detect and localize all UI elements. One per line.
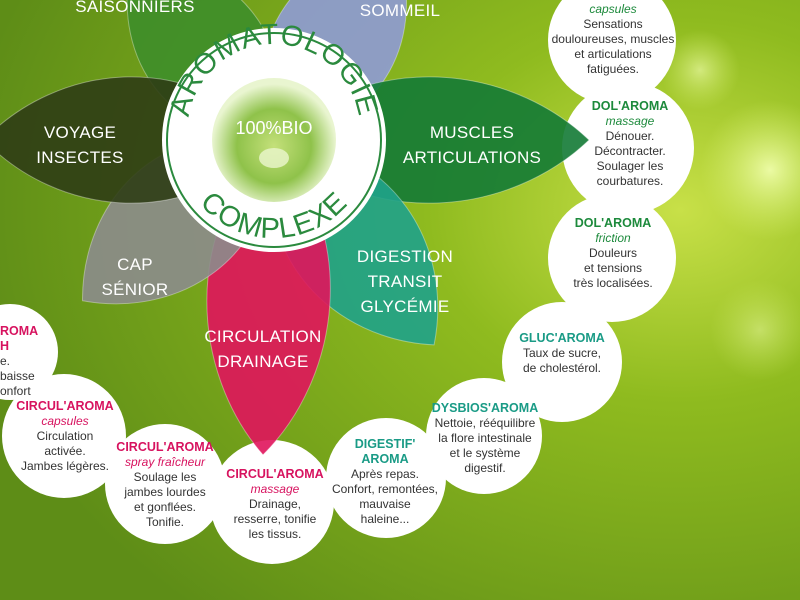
product-card-dysbiosaroma[interactable]: DYSBIOS'AROMA Nettoie, rééquilibre la fl…	[420, 401, 550, 476]
card-bubble	[548, 0, 676, 104]
center-ring	[166, 32, 382, 248]
petal-line: CAP	[117, 255, 153, 274]
product-card-circularoma-massage[interactable]: CIRCUL'AROMA massage Drainage, resserre,…	[210, 467, 340, 542]
product-sub: spray fraîcheur	[124, 455, 206, 469]
product-name: DYSBIOS'AROMA	[431, 401, 539, 415]
product-sub: massage	[250, 482, 300, 496]
product-desc: Soulage les jambes lourdes et gonflées. …	[124, 470, 206, 529]
petal-line: ARTICULATIONS	[402, 148, 542, 167]
petal-line: TRANSIT	[367, 272, 443, 291]
product-desc: Après repas. Confort, remontées, mauvais…	[331, 467, 439, 526]
product-name: CIRCUL'AROMA	[16, 399, 114, 413]
bio-label: 100%BIO	[235, 118, 312, 138]
petal-line: SOMMEIL	[359, 1, 441, 20]
center-bottom-text: COMPLEXE	[194, 186, 354, 246]
product-desc: Circulation activée. Jambes légères.	[20, 429, 110, 473]
product-name: GLUC'AROMA	[519, 331, 605, 345]
product-name: CIRCUL'AROMA	[116, 440, 214, 454]
card-bubble	[210, 440, 334, 564]
petal-label-voyage[interactable]: VOYAGE INSECTES	[20, 120, 140, 170]
petal-line: CIRCULATION	[204, 327, 322, 346]
center-top-text: AROMATOLOGIE	[164, 19, 384, 120]
product-card-dolaroma-friction[interactable]: DOL'AROMA friction Douleurs et tensions …	[548, 216, 678, 291]
product-desc: Drainage, resserre, tonifie les tissus.	[233, 497, 317, 541]
card-bubble	[0, 304, 58, 400]
product-name: ROMA H	[0, 324, 38, 353]
product-desc: Douleurs et tensions très localisées.	[573, 246, 653, 290]
petal-line: SAISONNIERS	[75, 0, 195, 16]
product-name: DOL'AROMA	[591, 99, 669, 113]
product-desc: Nettoie, rééquilibre la flore intestinal…	[434, 416, 536, 475]
product-sub: capsules	[41, 414, 89, 428]
card-bubble	[548, 194, 676, 322]
product-card-circularoma-capsules[interactable]: CIRCUL'AROMA capsules Circulation activé…	[0, 399, 130, 474]
petal-label-cap[interactable]: CAP SÉNIOR	[80, 252, 190, 302]
card-bubble	[105, 424, 225, 544]
product-name: CIRCUL'AROMA	[226, 467, 324, 481]
card-bubble	[426, 378, 542, 494]
petal-line: MUSCLES	[429, 123, 515, 142]
center-green-disc	[212, 78, 336, 202]
product-desc: e. baisse onfort	[0, 354, 35, 398]
product-desc: Dénouer. Décontracter. Soulager les cour…	[594, 129, 666, 188]
petal-label-circulation[interactable]: CIRCULATION DRAINAGE	[198, 324, 328, 374]
petal-line: VOYAGE	[43, 123, 117, 142]
petal-line: INSECTES	[36, 148, 124, 167]
product-desc: Taux de sucre, de cholestérol.	[522, 346, 602, 375]
product-name: DOL'AROMA	[574, 216, 652, 230]
product-card-circularoma-spray[interactable]: CIRCUL'AROMA spray fraîcheur Soulage les…	[100, 440, 230, 530]
card-bubble	[502, 302, 622, 422]
product-card-dolaroma-massage[interactable]: DOL'AROMA massage Dénouer. Décontracter.…	[565, 99, 695, 189]
petal-label-sommeil[interactable]: SOMMEIL	[345, 0, 455, 23]
card-bubble	[562, 82, 694, 214]
water-drop-icon	[259, 148, 289, 168]
product-sub: friction	[595, 231, 631, 245]
card-bubble	[2, 374, 126, 498]
product-sub: massage	[605, 114, 655, 128]
petal-line: GLYCÉMIE	[360, 297, 450, 316]
product-card-capsules[interactable]: capsules Sensations douloureuses, muscle…	[548, 2, 678, 77]
card-bubble	[326, 418, 446, 538]
product-sub: capsules	[589, 2, 637, 16]
petal-label-saisonniers[interactable]: SAISONNIERS	[60, 0, 210, 19]
product-card-glucaroma[interactable]: GLUC'AROMA Taux de sucre, de cholestérol…	[497, 331, 627, 376]
product-card-digestifaroma[interactable]: DIGESTIF' AROMA Après repas. Confort, re…	[320, 437, 450, 527]
petal-line: SÉNIOR	[101, 280, 169, 299]
petal-line: DRAINAGE	[217, 352, 309, 371]
petal-label-digestion[interactable]: DIGESTION TRANSIT GLYCÉMIE	[340, 244, 470, 319]
product-name: DIGESTIF' AROMA	[354, 437, 416, 466]
product-desc: Sensations douloureuses, muscles et arti…	[551, 17, 675, 76]
petal-label-muscles[interactable]: MUSCLES ARTICULATIONS	[392, 120, 552, 170]
product-card-aromah[interactable]: ROMA H e. baisse onfort	[0, 324, 44, 399]
petal-line: DIGESTION	[356, 247, 454, 266]
